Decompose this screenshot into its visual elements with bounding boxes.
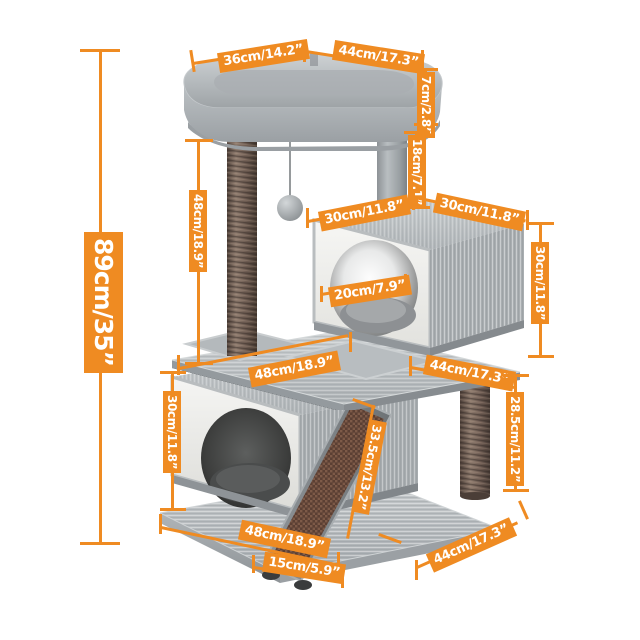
middle-platform-width-tick-right (349, 332, 352, 352)
lower-post-tick-bottom (503, 489, 529, 492)
label-lower-post-height: 28.5cm/11.2” (506, 392, 524, 487)
base-depth-tick-left (415, 560, 418, 580)
base-width-tick-right (337, 552, 340, 572)
ramp-width-tick-left (252, 555, 255, 573)
base-depth-tick-right (518, 500, 529, 520)
label-bed-rim-height: 7cm/2.8” (417, 72, 435, 139)
middle-platform-width-tick-left (177, 355, 180, 375)
upper-sisal-post (227, 129, 257, 356)
lower-sisal-post (460, 370, 490, 500)
upper-condo-depth-tick-right (526, 210, 529, 230)
label-upper-post-height: 48cm/18.9” (189, 190, 207, 273)
label-upper-condo-height: 30cm/11.8” (531, 242, 549, 325)
overall-height-tick-bottom (80, 542, 120, 545)
upper-condo-height-tick-bottom (528, 355, 554, 358)
upper-condo-width-tick-left (306, 208, 309, 228)
upper-condo-width-tick-right (412, 190, 415, 210)
label-overall-height: 89cm/35” (84, 232, 123, 374)
label-lower-condo-height: 30cm/11.8” (163, 391, 181, 474)
middle-platform-depth-tick-left (409, 356, 412, 376)
lower-condo-height-tick-bottom (160, 508, 186, 511)
base-width-tick-left (159, 514, 162, 534)
